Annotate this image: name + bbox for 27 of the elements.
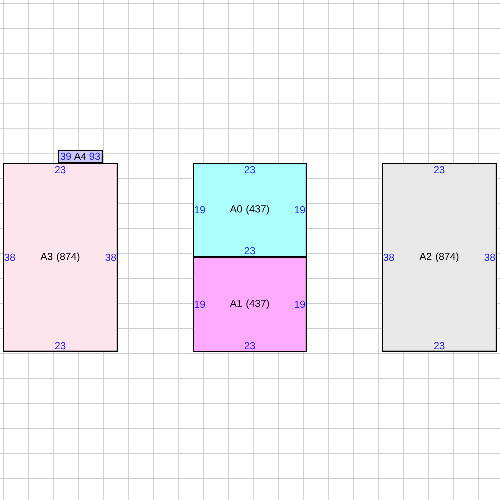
dimension-number: 23 — [434, 342, 445, 350]
dimension-number: 38 — [4, 254, 16, 262]
box-label: A3 (874) — [40, 252, 80, 262]
area-box — [193, 257, 307, 352]
dimension-number: 93 — [90, 152, 100, 160]
area-box — [382, 163, 497, 352]
dimension-number: 23 — [55, 166, 66, 174]
area-box — [3, 163, 118, 352]
dimension-number: 38 — [106, 254, 116, 262]
dimension-number: 23 — [244, 247, 256, 255]
box-label: A1 (437) — [230, 300, 270, 310]
dimension-number: 38 — [384, 254, 394, 262]
dimension-number: 19 — [295, 300, 306, 308]
dimension-number: 19 — [195, 206, 206, 214]
area-box — [58, 150, 103, 163]
box-label: A2 (874) — [420, 252, 459, 262]
dimension-number: 19 — [195, 300, 206, 308]
dimension-number: 23 — [244, 166, 256, 174]
dimension-number: 23 — [55, 342, 66, 350]
dimension-number: 38 — [484, 254, 496, 262]
area-box — [193, 163, 307, 257]
box-label: A4 — [74, 152, 86, 160]
dimension-number: 23 — [434, 166, 445, 174]
dimension-number: 39 — [60, 152, 72, 160]
dimension-number: 19 — [295, 206, 306, 214]
dimension-number: 23 — [244, 342, 256, 350]
box-label: A0 (437) — [230, 205, 270, 215]
